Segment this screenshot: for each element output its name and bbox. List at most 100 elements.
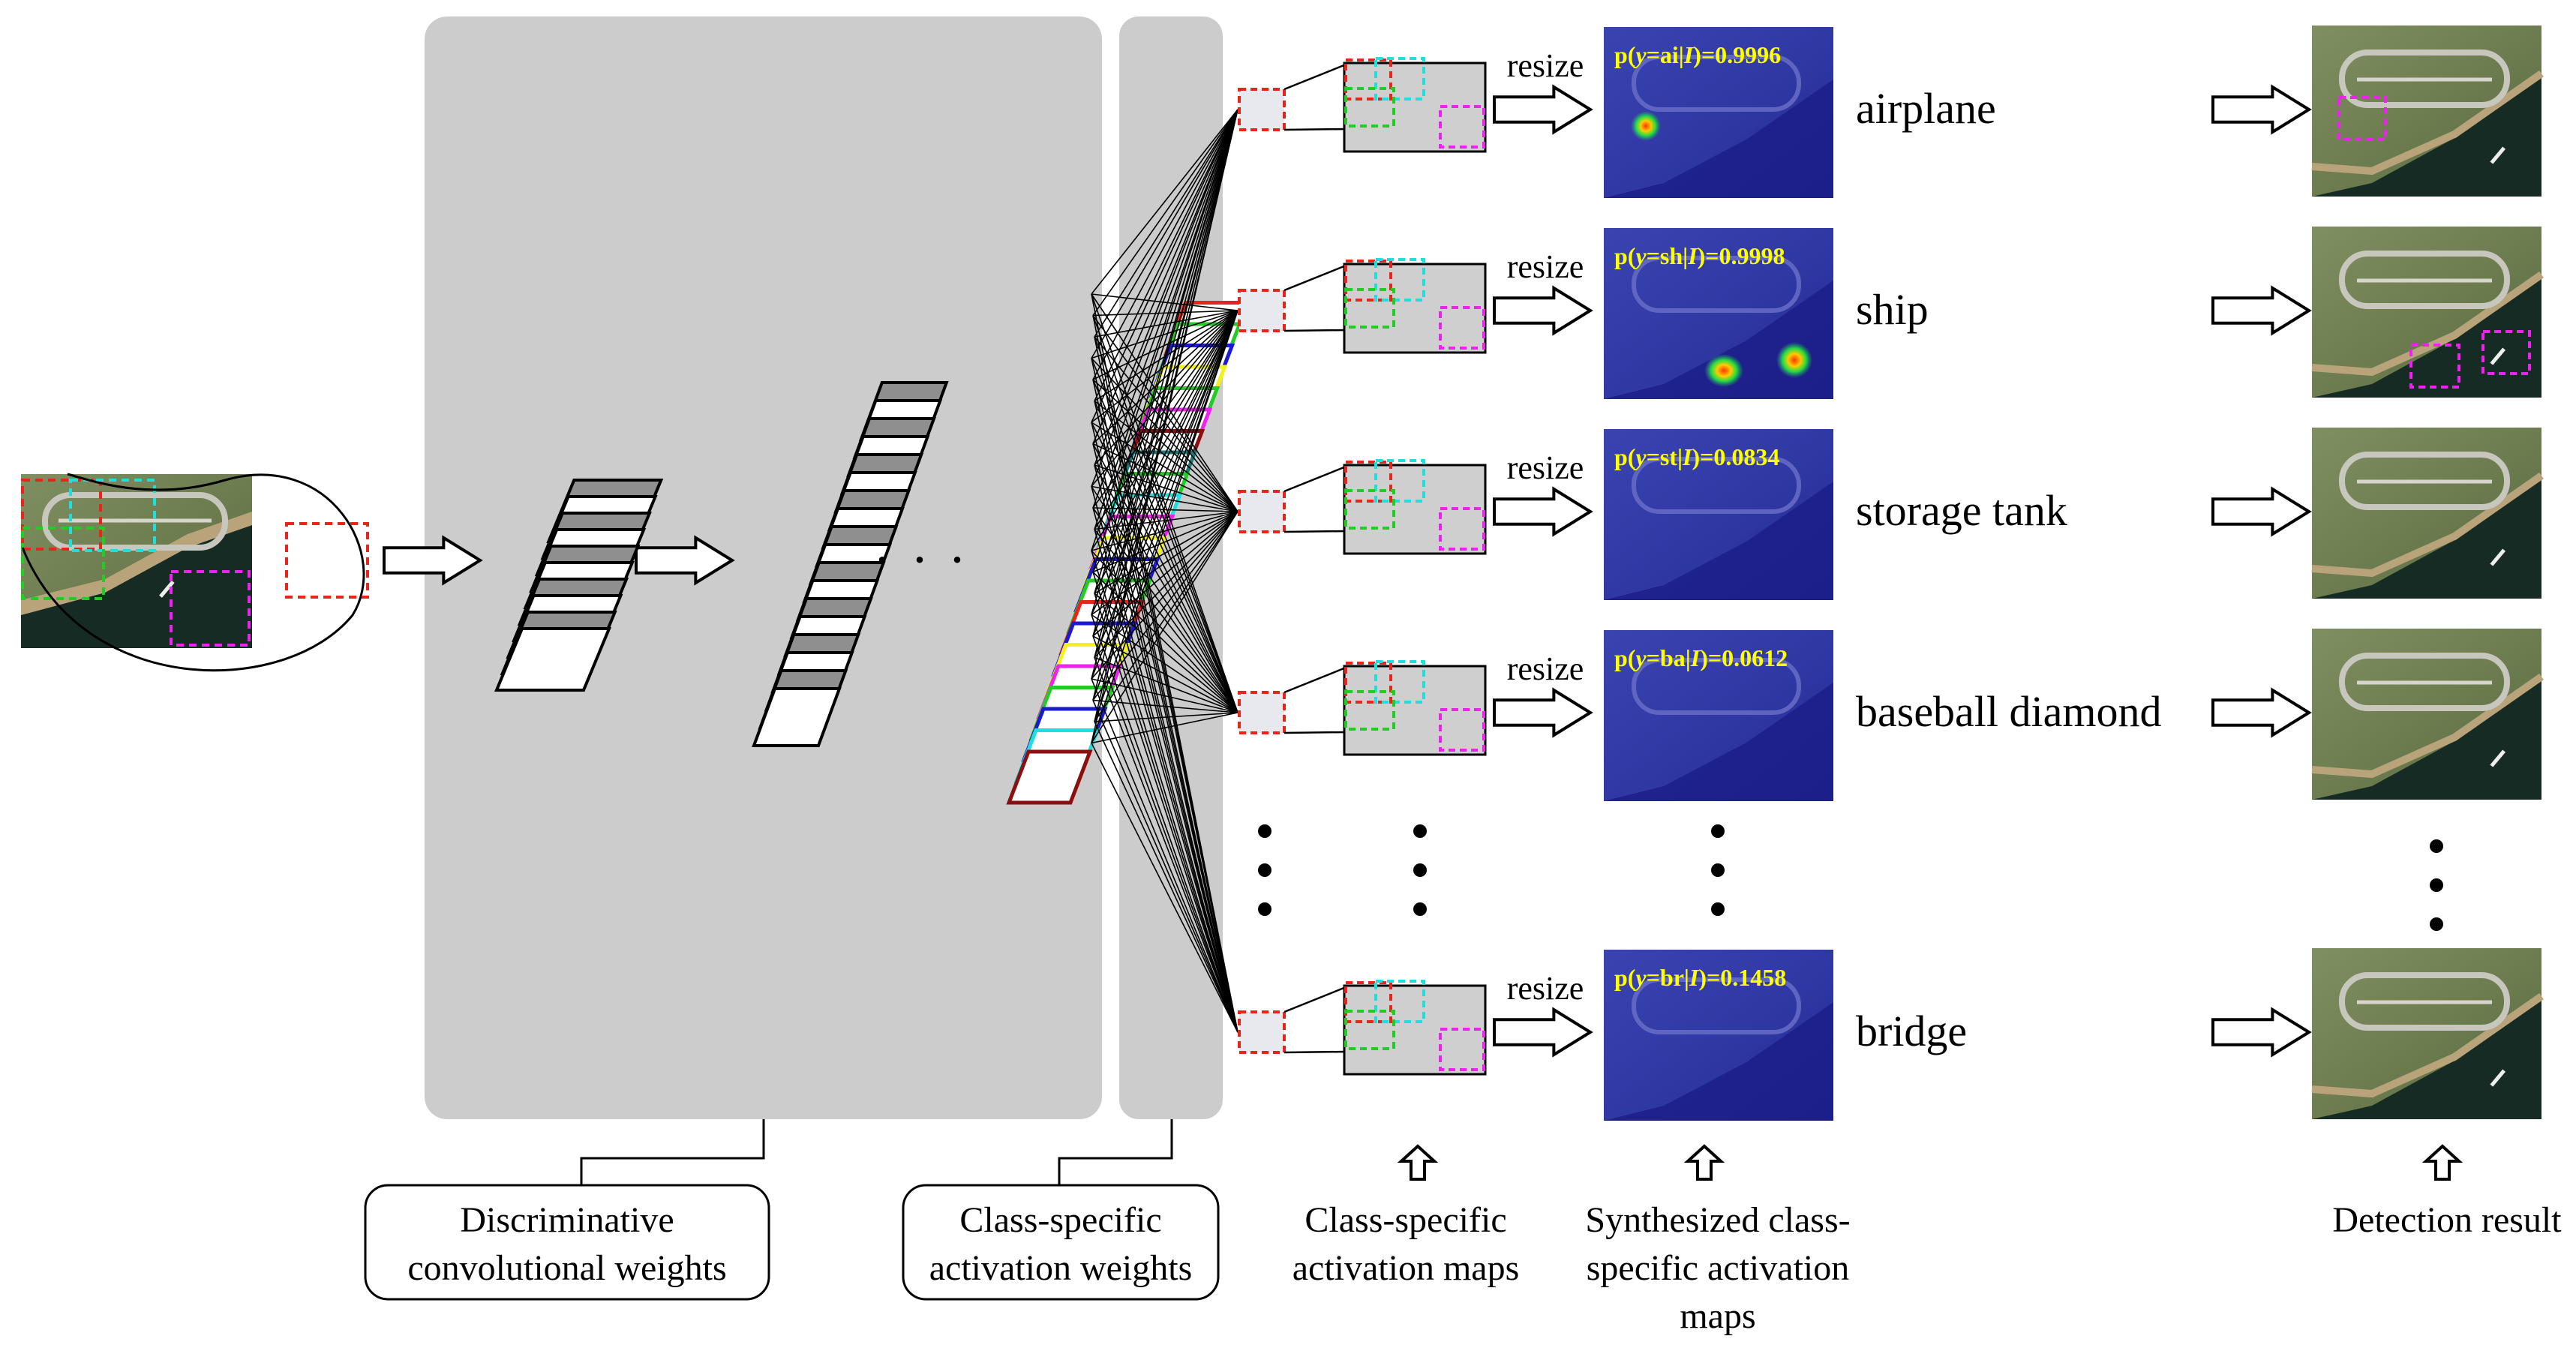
activation-map-region — [1344, 59, 1392, 101]
activation-map-region — [1344, 690, 1395, 731]
connection-line — [1094, 529, 1238, 1033]
connection-line — [1091, 422, 1238, 1033]
resize-label: resize — [1507, 650, 1584, 687]
activation-map — [1343, 62, 1487, 153]
connection-line — [1094, 109, 1238, 530]
conv-feature-stack-2 — [752, 381, 949, 747]
detection-result-image — [2311, 227, 2544, 398]
detection-box — [2337, 96, 2387, 141]
resize-arrow — [1493, 84, 1593, 135]
connection-line — [1091, 310, 1238, 615]
activation-map — [1343, 665, 1487, 756]
resize-label: resize — [1507, 970, 1584, 1007]
activation-map — [1343, 464, 1487, 555]
activation-map-region — [1374, 980, 1425, 1023]
class-patch-box — [1238, 490, 1286, 533]
connection-line — [1092, 511, 1238, 637]
activation-map-region — [1374, 660, 1425, 704]
projection-line — [1283, 329, 1347, 332]
detection-box — [2409, 344, 2460, 389]
connection-line — [1091, 310, 1238, 359]
class-row-airplane: resize p(y=ai|I)=0.9996 airplane — [1238, 26, 2544, 198]
projection-line — [1283, 986, 1347, 1013]
synthesized-activation-map: p(y=ba|I)=0.0612 — [1604, 630, 1833, 801]
class-patch-box — [1238, 691, 1286, 734]
class-patch-box — [1238, 1010, 1286, 1054]
conv-weights-label-line1: Discriminative — [460, 1200, 674, 1240]
connection-line — [1091, 109, 1238, 423]
connection-line — [1092, 511, 1238, 573]
connection-line — [1094, 109, 1238, 401]
connection-line — [1094, 336, 1238, 713]
class-name-label: bridge — [1856, 1007, 1967, 1055]
connection-line — [1094, 593, 1238, 1033]
activation-map-region — [1439, 1028, 1485, 1071]
connection-line — [1092, 109, 1238, 444]
connection-line — [1091, 511, 1238, 551]
connection-line — [1092, 315, 1238, 512]
connection-line — [1091, 614, 1238, 1033]
projection-line — [1283, 264, 1347, 292]
input-patch — [285, 522, 369, 599]
detection-arrow — [2211, 1007, 2312, 1058]
class-score: p(y=br|I)=0.1458 — [1614, 964, 1786, 991]
resize-arrow — [1493, 1007, 1593, 1058]
projection-line — [1283, 530, 1347, 533]
resize-label: resize — [1507, 47, 1584, 84]
connection-line — [1091, 678, 1238, 1033]
activation-map-region — [1439, 306, 1485, 350]
class-name-label: airplane — [1856, 84, 1996, 133]
detection-result-image — [2311, 26, 2544, 197]
connection-line — [1094, 109, 1238, 338]
connection-line — [1094, 109, 1238, 466]
detection-arrow — [2211, 486, 2312, 537]
class-score: p(y=sh|I)=0.9998 — [1614, 242, 1785, 269]
stage-ellipsis: · · · — [873, 530, 969, 590]
class-name-label: ship — [1856, 285, 1929, 334]
up-arrow — [1683, 1144, 1725, 1181]
activation-map-region — [1439, 507, 1485, 551]
connection-line — [1091, 422, 1238, 512]
synthesized-activation-map: p(y=sh|I)=0.9998 — [1604, 228, 1833, 399]
connection-line — [1092, 443, 1238, 1033]
connection-line — [1094, 401, 1238, 1033]
connection-line — [1092, 511, 1238, 701]
conv-feature-stack-1 — [494, 479, 664, 692]
up-arrow — [1397, 1144, 1439, 1181]
projection-line — [1283, 666, 1347, 694]
connection-line — [1091, 310, 1238, 423]
connection-line — [1092, 635, 1238, 1033]
connection-line — [1092, 443, 1238, 512]
projection-line — [1283, 731, 1347, 734]
up-arrow — [2421, 1144, 2463, 1181]
connection-line — [1092, 310, 1238, 317]
connection-line — [1091, 293, 1238, 713]
activation-map — [1343, 263, 1487, 354]
resize-arrow — [1493, 687, 1593, 738]
connection-line — [1094, 721, 1238, 1033]
detection-arrow — [2211, 285, 2312, 336]
activation-map-region — [1374, 459, 1425, 503]
activation-map-region — [1344, 662, 1392, 704]
synthesized-activation-map: p(y=st|I)=0.0834 — [1604, 429, 1833, 600]
connection-line — [1092, 109, 1238, 380]
label-connectors — [580, 1119, 1173, 1185]
activation-map — [1343, 984, 1487, 1076]
activation-maps-caption-line2: activation maps — [1293, 1248, 1520, 1288]
class-patch-box — [1238, 88, 1286, 131]
activation-map-region — [1439, 708, 1485, 752]
activation-map-region — [1344, 981, 1392, 1023]
synthesized-activation-map: p(y=ai|I)=0.9996 — [1604, 27, 1833, 198]
activation-map-region — [1439, 105, 1485, 149]
arrow-input-to-conv — [383, 535, 483, 586]
connection-line — [1091, 511, 1238, 743]
connection-line — [1094, 464, 1238, 512]
class-score: p(y=st|I)=0.0834 — [1614, 443, 1779, 470]
feature-map-slice — [1006, 749, 1093, 805]
projection-line — [1283, 128, 1347, 131]
connection-line — [1091, 743, 1238, 1033]
detection-box — [2481, 330, 2531, 375]
